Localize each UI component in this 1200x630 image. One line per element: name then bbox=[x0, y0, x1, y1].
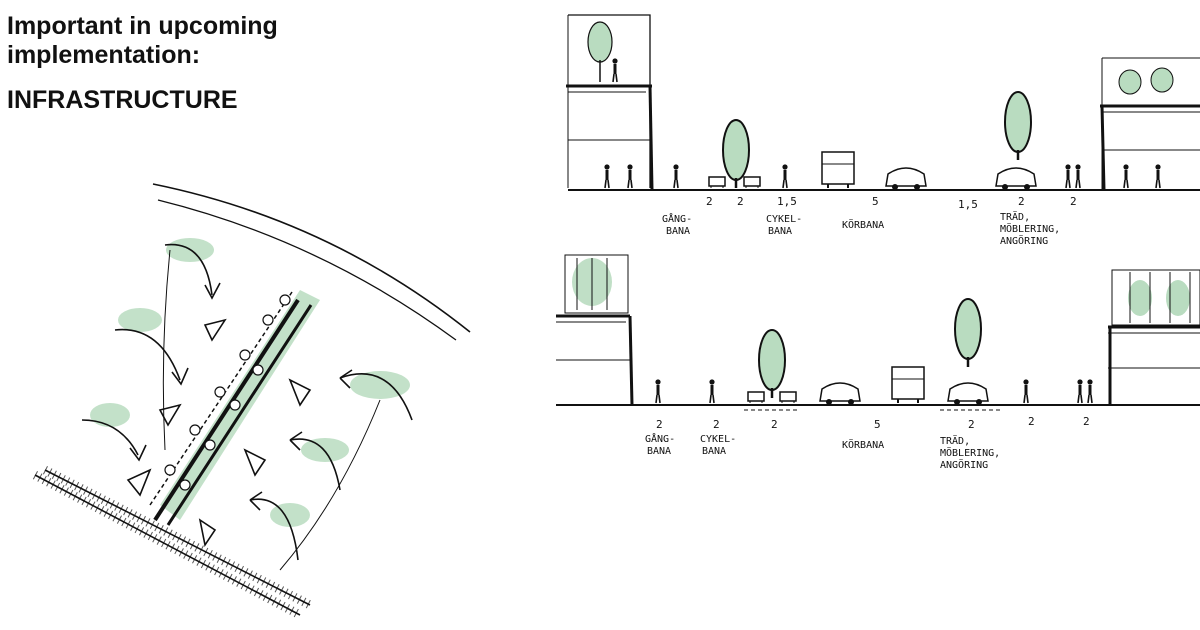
bottom-width-5: 2 bbox=[968, 418, 975, 431]
bottom-label-cycleway-1: CYKEL- bbox=[700, 434, 736, 445]
top-width-6: 2 bbox=[1018, 195, 1025, 208]
bottom-label-trees-1: TRÄD, bbox=[940, 434, 970, 447]
bottom-width-6: 2 bbox=[1028, 415, 1035, 428]
top-label-walkway-1: GÅNG- bbox=[662, 212, 692, 225]
bottom-label-walkway-2: BANA bbox=[647, 446, 671, 457]
bottom-width-7: 2 bbox=[1083, 415, 1090, 428]
bottom-label-roadway: KÖRBANA bbox=[842, 438, 884, 451]
bottom-width-2: 2 bbox=[713, 418, 720, 431]
street-section-top: 2 2 1,5 5 1,5 2 2 GÅNG- BANA CYKEL- BANA… bbox=[566, 14, 1200, 247]
subtitle: INFRASTRUCTURE bbox=[7, 86, 238, 114]
top-label-roadway: KÖRBANA bbox=[842, 218, 884, 231]
bottom-width-3: 2 bbox=[771, 418, 778, 431]
top-width-4: 5 bbox=[872, 195, 879, 208]
title-line-1: Important in upcoming bbox=[7, 12, 278, 40]
top-width-1: 2 bbox=[706, 195, 713, 208]
top-width-2: 2 bbox=[737, 195, 744, 208]
bottom-width-1: 2 bbox=[656, 418, 663, 431]
bottom-label-cycleway-2: BANA bbox=[702, 446, 726, 457]
top-label-cycleway-2: BANA bbox=[768, 226, 792, 237]
top-label-trees-2: MÖBLERING, bbox=[1000, 222, 1060, 235]
title-line-2: implementation: bbox=[7, 41, 201, 69]
bottom-label-walkway-1: GÅNG- bbox=[645, 432, 675, 445]
top-width-7: 2 bbox=[1070, 195, 1077, 208]
page-title: Important in upcoming implementation: bbox=[7, 12, 278, 70]
top-width-3: 1,5 bbox=[777, 195, 797, 208]
top-label-cycleway-1: CYKEL- bbox=[766, 214, 802, 225]
top-label-walkway-2: BANA bbox=[666, 226, 690, 237]
street-section-bottom: 2 2 2 5 2 2 2 GÅNG- BANA CYKEL- BANA KÖR… bbox=[556, 254, 1200, 471]
bottom-label-trees-3: ANGÖRING bbox=[940, 458, 988, 471]
top-label-trees-3: ANGÖRING bbox=[1000, 234, 1048, 247]
top-label-trees-1: TRÄD, bbox=[1000, 210, 1030, 223]
top-width-5: 1,5 bbox=[958, 198, 978, 211]
bottom-label-trees-2: MÖBLERING, bbox=[940, 446, 1000, 459]
plan-sketch bbox=[32, 183, 471, 619]
bottom-width-4: 5 bbox=[874, 418, 881, 431]
